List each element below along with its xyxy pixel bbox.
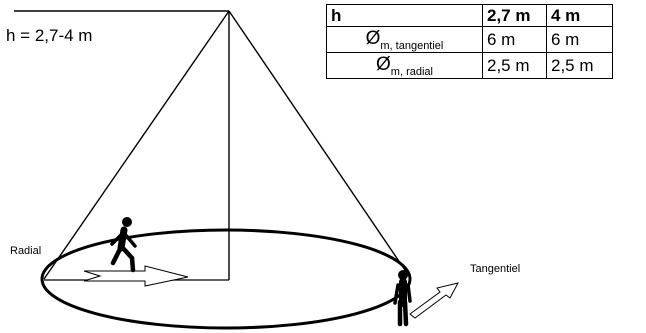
header-cell-2-7m: 2,7 m: [482, 4, 547, 27]
mounting-height-label: h = 2,7-4 m: [6, 26, 93, 45]
radial-label: Radial: [10, 245, 42, 257]
table-cell: 2,5 m: [482, 52, 547, 79]
cone-left-edge: [43, 10, 230, 280]
subscript-radial: m, radial: [390, 65, 433, 78]
row-label-radial: Øm, radial: [326, 52, 483, 79]
header-cell-4m: 4 m: [546, 4, 613, 27]
diameter-symbol: Ø: [365, 27, 381, 49]
diameter-symbol: Ø: [376, 53, 391, 75]
table-cell: 6 m: [546, 26, 613, 53]
table-header-row: h 2,7 m 4 m: [326, 4, 613, 27]
walking-person-icon: [393, 270, 412, 327]
tangential-label: Tangentiel: [470, 263, 521, 275]
table-cell: 6 m: [482, 26, 547, 53]
header-cell-height: h: [326, 4, 483, 27]
table-cell: 2,5 m: [546, 52, 613, 79]
row-label-tangential: Øm, tangentiel: [326, 26, 483, 53]
table-row-radial: Øm, radial 2,5 m 2,5 m: [326, 52, 613, 79]
tangential-arrow-icon: [409, 282, 459, 319]
cone-right-edge: [228, 10, 410, 277]
detection-range-table: h 2,7 m 4 m Øm, tangentiel 6 m 6 m Øm, r…: [326, 4, 613, 79]
subscript-tangential: m, tangentiel: [380, 39, 444, 52]
table-row-tangential: Øm, tangentiel 6 m 6 m: [326, 26, 613, 53]
detection-area-ellipse: [40, 228, 412, 330]
radial-arrow-icon: [83, 265, 189, 287]
walking-person-icon: [110, 217, 137, 273]
